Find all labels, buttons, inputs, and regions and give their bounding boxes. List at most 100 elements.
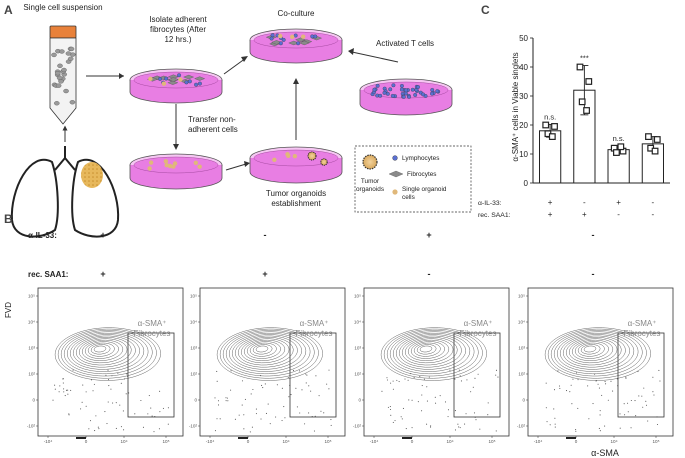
flow-event-dot xyxy=(607,399,609,401)
tube-cell-icon xyxy=(63,88,69,94)
flow-event-dot xyxy=(122,410,124,412)
flow-event-dot xyxy=(226,397,228,399)
flow-event-dot xyxy=(569,391,571,393)
flow-contour xyxy=(219,328,319,379)
lymphocyte-icon xyxy=(416,85,420,89)
flow-event-dot xyxy=(394,420,396,422)
flow-event-dot xyxy=(315,375,317,377)
isolate-label-2: fibrocytes (After xyxy=(150,25,206,34)
flow-event-dot xyxy=(159,390,161,392)
flow-x-tick-label: 10⁴ xyxy=(120,439,127,444)
flow-event-dot xyxy=(214,430,216,432)
flow-event-dot xyxy=(106,423,108,425)
lymphocyte-icon xyxy=(382,90,387,95)
tumor-organoid-icon xyxy=(307,151,317,161)
panel-letter-c: C xyxy=(481,3,490,17)
flow-contour xyxy=(225,331,311,375)
flow-event-dot xyxy=(495,430,497,432)
lymphocyte-icon xyxy=(413,93,418,97)
flow-event-dot xyxy=(625,377,627,379)
organoid-cell-icon xyxy=(161,81,167,86)
flow-event-dot xyxy=(72,369,74,371)
flow-event-dot xyxy=(67,389,69,391)
flow-contour xyxy=(577,342,605,357)
lymphocyte-icon xyxy=(158,76,162,81)
lymphocyte-icon xyxy=(293,33,298,38)
lymphocyte-icon xyxy=(270,33,275,38)
flow-event-dot xyxy=(216,380,218,382)
lymphocyte-icon xyxy=(391,83,396,88)
lymphocyte-icon xyxy=(296,41,301,46)
flow-event-dot xyxy=(115,427,117,430)
flow-event-dot xyxy=(80,408,82,410)
flow-event-dot xyxy=(306,374,308,376)
organoid-cell-icon xyxy=(289,34,295,40)
flow-event-dot xyxy=(261,384,263,387)
flow-y-tick-label: 10⁵ xyxy=(28,294,35,299)
chart-cond-label-0: α-IL-33: xyxy=(478,200,502,207)
panel-c: C α-SMA⁺ cells in Viable singlets 010203… xyxy=(478,3,670,219)
flow-event-dot xyxy=(465,413,467,415)
flow-y-tick-label: 0 xyxy=(194,398,197,403)
lymphocyte-icon xyxy=(399,83,404,88)
flow-event-dot xyxy=(645,404,648,406)
organoid-cell-icon xyxy=(167,163,173,169)
flow-event-dot xyxy=(619,427,621,429)
flow-event-dot xyxy=(454,378,456,380)
organoid-cell-icon xyxy=(171,164,176,169)
tube-cell-icon xyxy=(55,83,62,88)
flow-event-dot xyxy=(89,420,92,422)
flow-event-dot xyxy=(265,412,268,415)
flow-contour xyxy=(562,335,626,368)
chart-ylabel: α-SMA⁺ cells in Viable singlets xyxy=(511,52,520,161)
tube-cell-icon xyxy=(54,101,60,106)
flow-gate-label: Fibrocytes xyxy=(460,329,497,338)
fibrocyte-icon xyxy=(194,76,206,81)
organoid-cell-icon xyxy=(178,77,183,82)
flow-gate-label: α-SMA⁺ xyxy=(138,319,167,328)
flow-event-dot xyxy=(466,379,468,381)
flow-event-dot xyxy=(310,390,312,392)
flow-event-dot xyxy=(576,372,578,374)
flow-event-dot xyxy=(559,387,561,389)
flow-contour xyxy=(398,335,462,368)
flow-event-dot xyxy=(295,387,297,389)
flow-event-dot xyxy=(97,426,99,428)
flow-contour xyxy=(249,342,277,357)
flow-contour xyxy=(380,327,487,381)
schematic-legend: Tumor organoids Lymphocytes Fibrocytes S… xyxy=(354,145,472,213)
lymphocyte-icon xyxy=(187,79,192,84)
flow-event-dot xyxy=(281,387,283,389)
flow-event-dot xyxy=(217,404,220,406)
organoid-cell-icon xyxy=(272,157,277,163)
flow-event-dot xyxy=(643,387,645,389)
flow-contour xyxy=(386,330,479,377)
flow-event-dot xyxy=(308,385,310,387)
isolate-label-1: Isolate adherent xyxy=(149,15,207,24)
flow-x-tick-label: -10⁴ xyxy=(370,439,379,444)
flow-event-dot xyxy=(125,393,127,395)
flow-gate xyxy=(289,332,337,418)
chart-data-point xyxy=(583,107,590,114)
flow-y-tick-label: -10² xyxy=(517,424,526,429)
flow-event-dot xyxy=(90,379,93,381)
flow-event-dot xyxy=(421,394,423,396)
legend-tumor-2: organoids xyxy=(356,186,384,193)
flow-y-tick-label: 10⁵ xyxy=(518,294,525,299)
organoid-cell-icon xyxy=(163,159,169,164)
flow-y-tick-label: -10² xyxy=(27,424,36,429)
chart-data-point xyxy=(651,147,659,155)
flow-event-dot xyxy=(392,380,394,382)
flow-event-dot xyxy=(454,410,456,412)
chart-condition-value: + xyxy=(548,210,553,219)
flow-event-dot xyxy=(645,400,647,402)
flow-contour xyxy=(389,331,475,375)
flow-event-dot xyxy=(214,397,216,399)
flow-event-dot xyxy=(318,395,320,397)
flow-event-dot xyxy=(571,403,573,405)
chart-y-tick-label: 30 xyxy=(519,92,528,101)
lymphocyte-icon xyxy=(269,36,274,41)
chart-y-tick-label: 0 xyxy=(524,179,529,188)
